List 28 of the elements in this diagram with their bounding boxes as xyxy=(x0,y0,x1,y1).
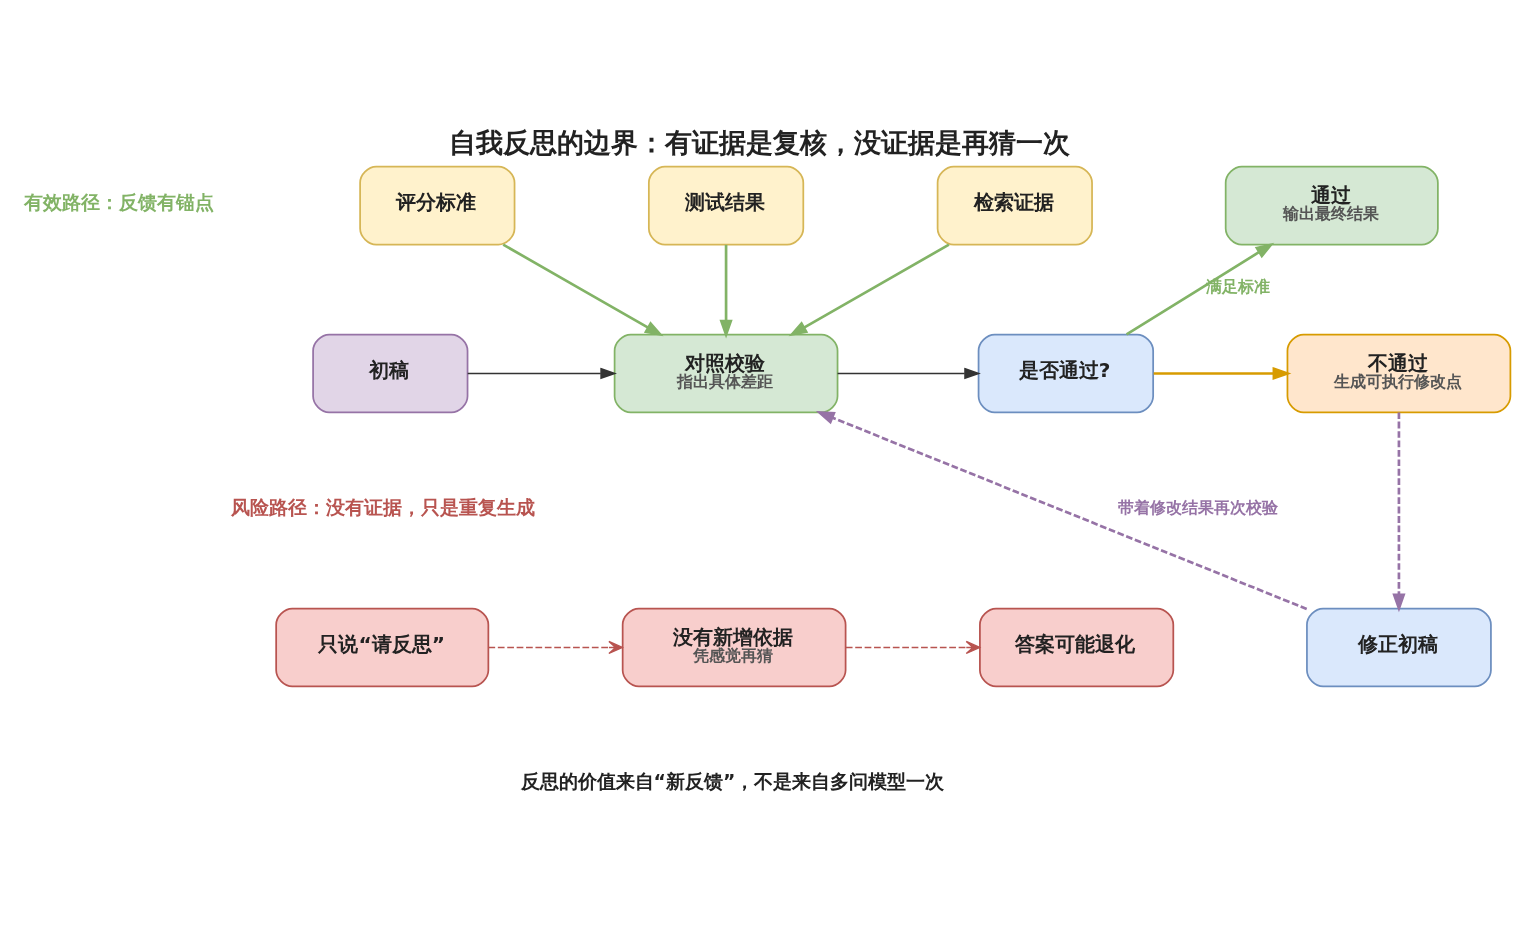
node-box: 检索证据 xyxy=(936,165,1093,245)
node-box: 通过 输出最终结果 xyxy=(1224,165,1439,245)
arrow xyxy=(1125,242,1275,336)
arrow xyxy=(466,367,617,379)
arrow xyxy=(845,640,981,654)
node-box: 只说“请反思” xyxy=(275,607,490,687)
label: 风险路径：没有证据，只是重复生成 xyxy=(231,496,536,518)
arrow xyxy=(502,242,664,336)
arrow xyxy=(788,242,950,336)
arrow xyxy=(719,244,733,338)
arrow xyxy=(836,367,981,379)
node-box: 测试结果 xyxy=(647,165,805,245)
arrow xyxy=(1392,412,1406,612)
arrow xyxy=(815,410,1308,610)
node-box: 初稿 xyxy=(312,333,469,413)
node-box: 修正初稿 xyxy=(1306,607,1492,687)
node-box: 是否通过? xyxy=(977,333,1155,413)
arrow xyxy=(487,640,623,654)
label: 有效路径：反馈有锚点 xyxy=(24,191,215,213)
edge-label: 带着修改结果再次校验 xyxy=(1118,497,1279,517)
node-box: 没有新增依据 凭感觉再猜 xyxy=(621,607,847,687)
diagram-title: 自我反思的边界：有证据是复核，没证据是再猜一次 xyxy=(449,126,1071,158)
node-box: 不通过 生成可执行修改点 xyxy=(1286,333,1512,413)
node-box: 答案可能退化 xyxy=(979,607,1175,687)
caption: 反思的价值来自“新反馈”，不是来自多问模型一次 xyxy=(520,770,945,792)
node-box: 评分标准 xyxy=(359,165,516,245)
arrow xyxy=(1153,366,1292,380)
node-box: 对照校验 指出具体差距 xyxy=(613,333,839,413)
